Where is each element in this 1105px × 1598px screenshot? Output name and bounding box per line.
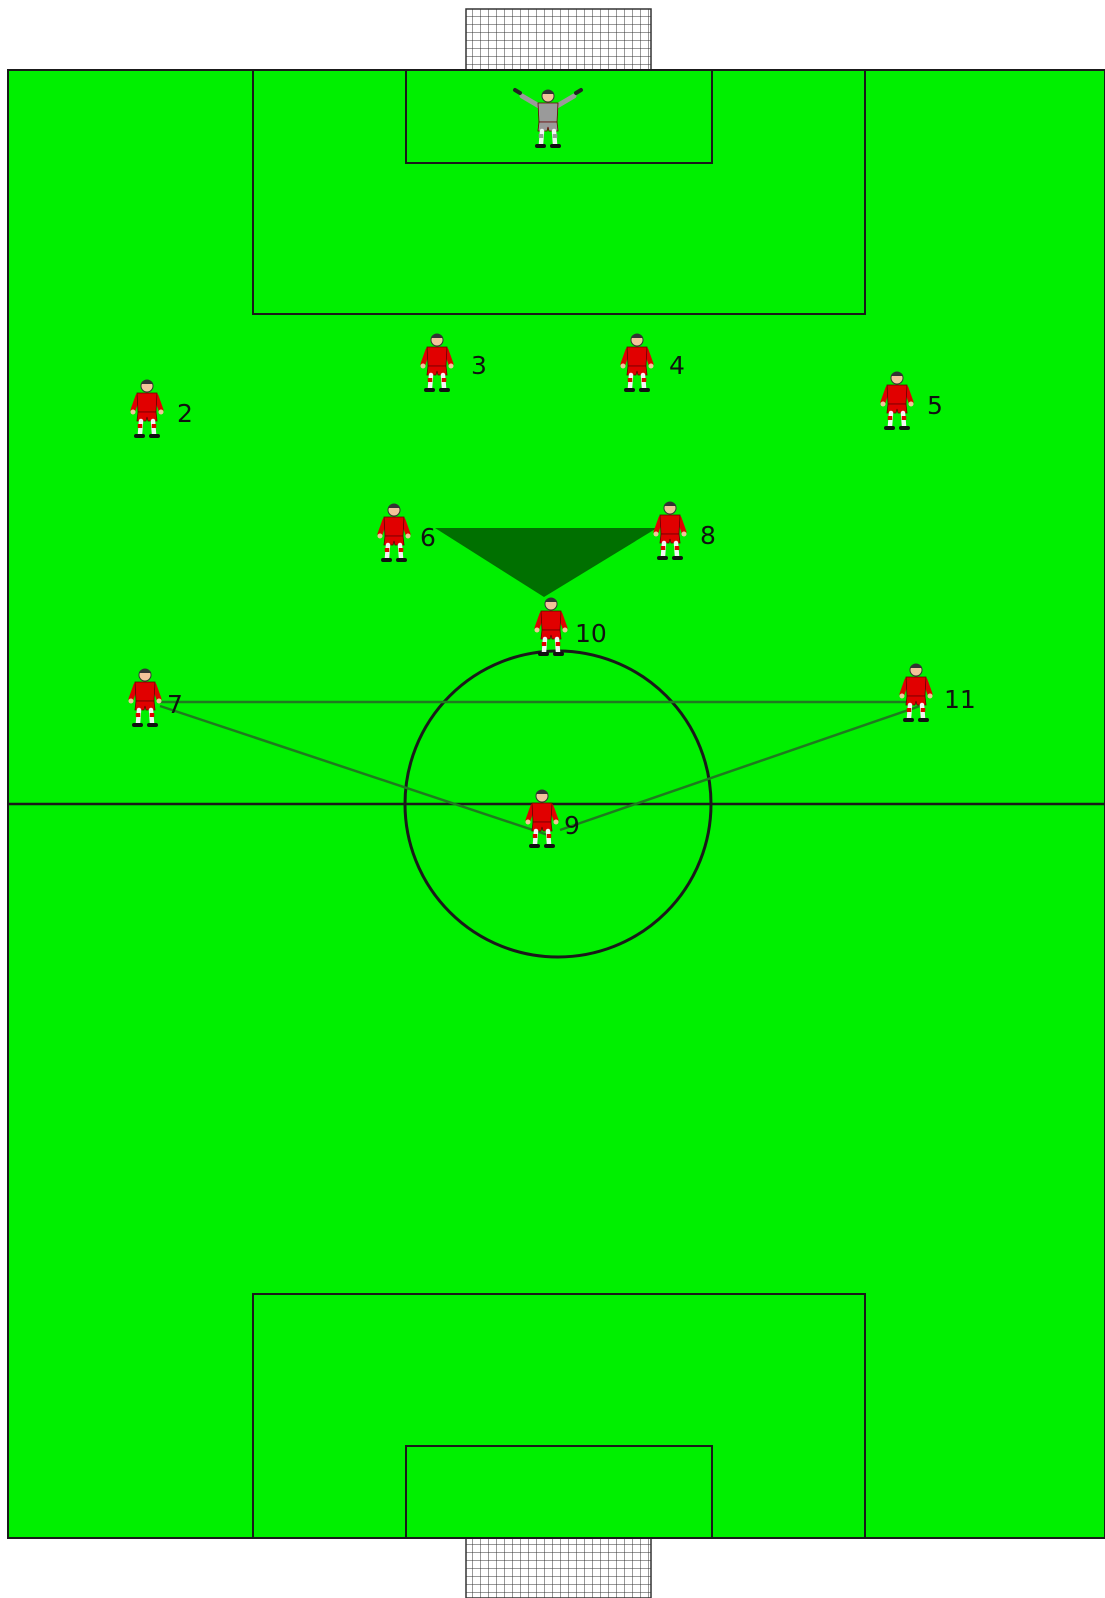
bottom-goal-net [466, 1538, 651, 1598]
player-number-5: 5 [927, 391, 943, 420]
player-number-3: 3 [471, 351, 487, 380]
top-goal-net [466, 9, 651, 70]
player-number-7: 7 [167, 690, 183, 719]
player-number-6: 6 [420, 523, 436, 552]
player-number-8: 8 [700, 521, 716, 550]
player-number-2: 2 [177, 399, 193, 428]
player-number-11: 11 [944, 685, 976, 714]
player-number-10: 10 [575, 619, 607, 648]
player-number-4: 4 [669, 351, 685, 380]
player-number-9: 9 [564, 811, 580, 840]
